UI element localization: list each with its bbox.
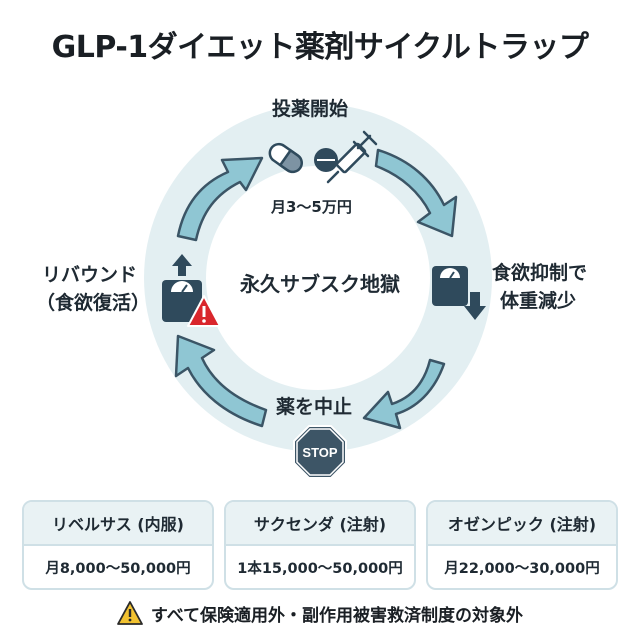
- footer-text: すべて保険適用外・副作用被害救済制度の対象外: [150, 605, 524, 626]
- stage-suppress-label-2: 体重減少: [500, 290, 577, 312]
- scale-down-icon: [432, 266, 486, 320]
- syringe-icon: [326, 130, 378, 184]
- drug-card-price: 月8,000〜50,000円: [45, 560, 191, 577]
- stop-sign-text: STOP: [302, 445, 337, 460]
- drug-card-rybelsus: リベルサス (内服) 月8,000〜50,000円: [22, 500, 214, 590]
- stage-rebound-label-1: リバウンド: [42, 264, 138, 286]
- stage-stop-label: 薬を中止: [276, 396, 353, 418]
- drug-card-price: 1本15,000〜50,000円: [237, 560, 403, 577]
- stop-sign-icon: STOP: [293, 425, 347, 479]
- cycle-arrow-stop-to-rebound: [174, 334, 268, 428]
- drug-card-name: リベルサス (内服): [24, 502, 212, 546]
- cycle-ring: [144, 104, 492, 452]
- stage-start-label: 投薬開始: [272, 98, 349, 120]
- cycle-center-text: 永久サブスク地獄: [240, 272, 400, 296]
- stage-rebound-label-2: （食欲復活）: [36, 292, 151, 314]
- warning-icon: [117, 601, 143, 625]
- stage-suppress-label-1: 食欲抑制で: [492, 262, 588, 284]
- pill-icon: [268, 142, 338, 174]
- page-title: GLP-1ダイエット薬剤サイクルトラップ: [51, 30, 589, 65]
- cycle-arrow-suppress-to-stop: [362, 358, 446, 430]
- cycle-arrow-rebound-to-start: [176, 156, 264, 242]
- stage-start-cost: 月3〜5万円: [271, 198, 352, 216]
- footer-notice: すべて保険適用外・副作用被害救済制度の対象外: [0, 598, 640, 628]
- cycle-arrow-start-to-suppress: [374, 148, 458, 238]
- scale-up-warning-icon: [162, 254, 221, 327]
- drug-card-ozempic: オゼンピック (注射) 月22,000〜30,000円: [426, 500, 618, 590]
- drug-card-price: 月22,000〜30,000円: [444, 560, 600, 577]
- drug-card-name: サクセンダ (注射): [226, 502, 414, 546]
- drug-card-saxenda: サクセンダ (注射) 1本15,000〜50,000円: [224, 500, 416, 590]
- drug-card-name: オゼンピック (注射): [428, 502, 616, 546]
